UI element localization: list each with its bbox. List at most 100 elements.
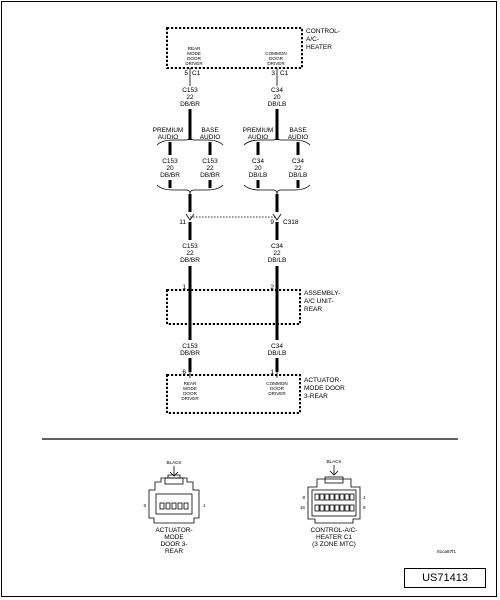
- common-driver-2: DOOR: [269, 56, 283, 61]
- c153-mid-color: DB/BR: [180, 257, 200, 264]
- actuator-right-pin: 1: [270, 369, 274, 376]
- c34-mid-color: DB/LB: [268, 257, 287, 264]
- c153-premium-1: PREMIUM: [153, 127, 184, 134]
- ac-unit-rear-assembly: 1 2 ASSEMBLY- A/C UNIT- REAR: [166, 284, 340, 325]
- c153-premium-id: C153: [162, 158, 178, 165]
- act-common-driver-1: COMMON: [266, 381, 287, 386]
- top-left-pin: 5: [184, 70, 188, 77]
- left-caption-1: ACTUATOR-: [155, 527, 192, 534]
- c153-low-color: DB/BR: [180, 350, 200, 357]
- left-connector-color: BLACK: [166, 460, 182, 465]
- rear-mode-driver-1: REAR: [188, 46, 201, 51]
- rear-mode-driver-4: DRIVER: [185, 61, 203, 66]
- actuator-connector-view: BLACK 6 1 ACTUATOR- MODE DOOR 3- REAR: [143, 460, 206, 555]
- c34-premium-1: PREMIUM: [243, 127, 274, 134]
- assembly-left-pin: 1: [182, 284, 186, 291]
- control-ac-heater-module: CONTROL- A/C- HEATER REAR MODE DOOR DRIV…: [166, 27, 340, 77]
- c34-mid-id: C34: [271, 243, 283, 250]
- assembly-name-3: REAR: [304, 306, 322, 313]
- c153-premium-gauge: 20: [166, 165, 174, 172]
- common-driver-3: DRIVER: [267, 61, 285, 66]
- c153-mid-id: C153: [182, 243, 198, 250]
- c34-base-id: C34: [292, 158, 304, 165]
- c34-premium-id: C34: [252, 158, 264, 165]
- c34-base-color: DB/LB: [289, 172, 308, 179]
- c34-circuit: C34 20 DB/LB PREMIUM AUDIO BASE AUDIO C3…: [243, 68, 311, 378]
- actuator-name-2: MODE DOOR: [304, 385, 345, 392]
- actuator-mode-door-module: 6 1 REAR MODE DOOR DRIVER COMMON DOOR DR…: [166, 369, 345, 414]
- right-connector-pin-grid: [314, 493, 355, 512]
- c153-base-color: DB/BR: [200, 172, 220, 179]
- module-name-3: HEATER: [306, 44, 332, 51]
- act-rear-driver-3: DOOR: [183, 391, 197, 396]
- module-name-1: CONTROL-: [306, 28, 340, 35]
- c153-low-id: C153: [182, 343, 198, 350]
- c34-base-gauge: 22: [294, 165, 302, 172]
- left-caption-4: REAR: [165, 548, 183, 555]
- top-right-pin: 3: [271, 70, 275, 77]
- c318-name: C318: [283, 219, 299, 226]
- c34-base-2: AUDIO: [288, 134, 309, 141]
- module-name-2: A/C-: [306, 36, 319, 43]
- c153-top-id: C153: [182, 87, 198, 94]
- right-caption-2: HEATER C1: [316, 534, 352, 541]
- right-connector-pin-16: 16: [300, 505, 306, 510]
- left-caption-3: DOOR 3-: [160, 541, 187, 548]
- assembly-name-1: ASSEMBLY-: [304, 290, 340, 297]
- c153-circuit: C153 22 DB/BR PREMIUM AUDIO BASE AUDIO C…: [153, 68, 224, 378]
- common-driver-1: COMMON: [265, 51, 286, 56]
- c34-premium-gauge: 20: [254, 165, 262, 172]
- c34-low-id: C34: [271, 343, 283, 350]
- c34-top-color: DB/LB: [268, 101, 287, 108]
- c153-base-id: C153: [202, 158, 218, 165]
- right-connector-pin-8: 8: [302, 495, 305, 500]
- rear-mode-driver-2: MODE: [187, 51, 201, 56]
- c34-base-1: BASE: [289, 127, 307, 134]
- c153-mid-gauge: 22: [186, 250, 194, 257]
- figure-code: 81ca97f1: [437, 549, 456, 554]
- left-connector-housing: [148, 477, 200, 524]
- act-rear-driver-2: MODE: [183, 386, 197, 391]
- act-rear-driver-1: REAR: [184, 381, 197, 386]
- c153-top-color: DB/BR: [180, 101, 200, 108]
- act-common-driver-2: DOOR: [270, 386, 284, 391]
- assembly-right-pin: 2: [270, 284, 274, 291]
- c34-low-color: DB/LB: [268, 350, 287, 357]
- c34-mid-gauge: 22: [273, 250, 281, 257]
- c153-premium-2: AUDIO: [158, 134, 179, 141]
- control-heater-connector-view: BLACK 8 16 1 9 CONTROL-A/C- H: [300, 459, 366, 548]
- rear-mode-driver-3: DOOR: [187, 56, 201, 61]
- c34-top-gauge: 20: [273, 94, 281, 101]
- page-id-label: US71413: [404, 568, 486, 588]
- right-connector-housing: [307, 478, 361, 524]
- assembly-name-2: A/C UNIT-: [304, 298, 334, 305]
- c34-top-id: C34: [271, 87, 283, 94]
- right-caption-1: CONTROL-A/C-: [311, 527, 358, 534]
- actuator-name-3: 3-REAR: [304, 393, 328, 400]
- c34-premium-color: DB/LB: [249, 172, 268, 179]
- c34-premium-2: AUDIO: [248, 134, 269, 141]
- c318-left-pin: 11: [179, 219, 186, 226]
- left-caption-2: MODE: [164, 534, 184, 541]
- right-caption-3: (3 ZONE MTC): [312, 541, 356, 548]
- act-rear-driver-4: DRIVER: [181, 396, 199, 401]
- top-left-conn: C1: [192, 70, 201, 77]
- right-connector-pin-1: 1: [363, 495, 366, 500]
- act-common-driver-3: DRIVER: [268, 391, 286, 396]
- c318-right-pin: 9: [270, 219, 274, 226]
- c318-connector: 11 9 C318: [179, 213, 299, 226]
- left-connector-pin-6: 6: [143, 503, 146, 508]
- c153-premium-color: DB/BR: [160, 172, 180, 179]
- c153-base-2: AUDIO: [200, 134, 221, 141]
- right-connector-color: BLACK: [326, 459, 342, 464]
- top-right-conn: C1: [280, 70, 289, 77]
- c153-base-1: BASE: [201, 127, 219, 134]
- left-connector-pin-1: 1: [203, 503, 206, 508]
- c153-top-gauge: 22: [186, 94, 194, 101]
- actuator-left-pin: 6: [182, 369, 186, 376]
- c153-base-gauge: 22: [206, 165, 214, 172]
- actuator-name-1: ACTUATOR-: [304, 377, 341, 384]
- right-connector-pin-9: 9: [363, 505, 366, 510]
